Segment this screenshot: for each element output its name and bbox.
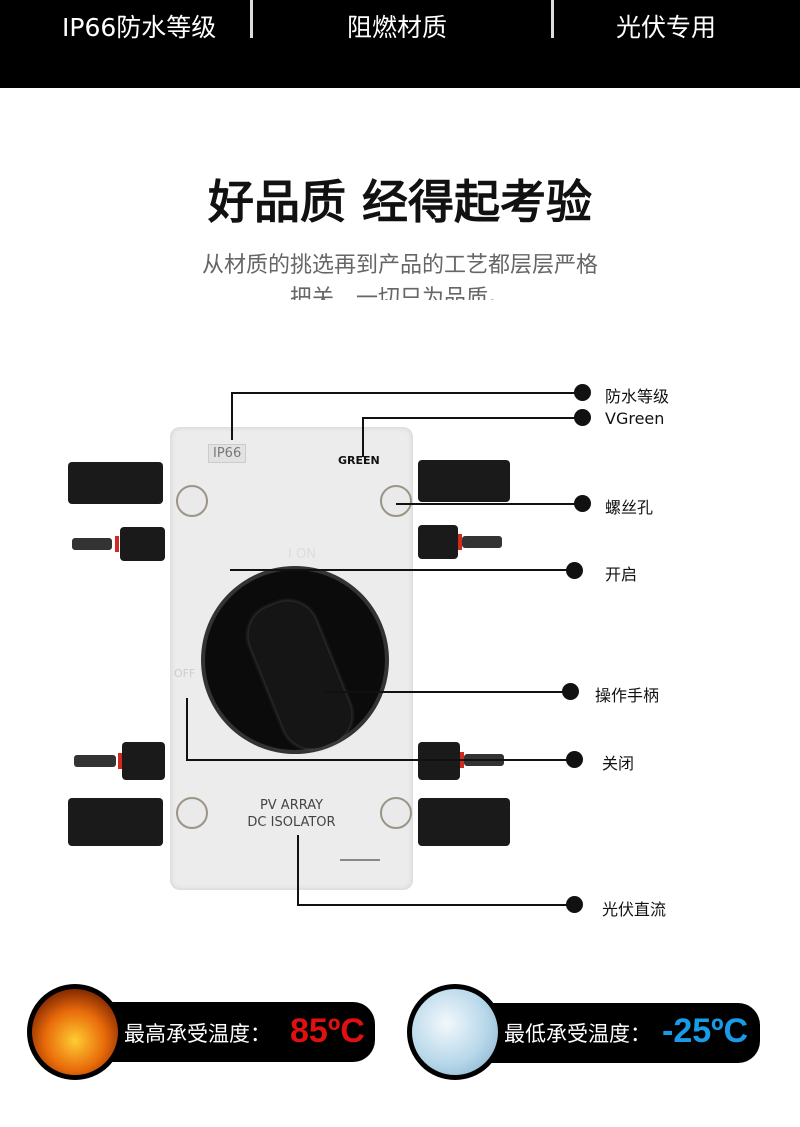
ice-icon bbox=[407, 984, 503, 1080]
label-line2: DC ISOLATOR bbox=[247, 815, 336, 830]
mc4-connector bbox=[68, 462, 163, 504]
callout-handle: 操作手柄 bbox=[595, 686, 660, 705]
callout-dot bbox=[574, 495, 591, 512]
max-temp-value: 85ºC bbox=[290, 1012, 365, 1050]
callout-dot bbox=[566, 896, 583, 913]
divider bbox=[250, 0, 253, 38]
callout-line bbox=[325, 691, 571, 693]
seal-ring bbox=[115, 536, 119, 552]
callout-dot bbox=[574, 384, 591, 401]
feature-waterproof: IP66防水等级 bbox=[62, 13, 217, 42]
mc4-connector bbox=[120, 527, 165, 561]
mc4-pin bbox=[462, 536, 502, 548]
callout-line bbox=[230, 569, 575, 571]
callout-line bbox=[297, 904, 575, 906]
callout-dot bbox=[574, 409, 591, 426]
min-temp-label: 最低承受温度： bbox=[504, 1022, 651, 1046]
mc4-connector bbox=[418, 742, 460, 780]
fire-icon bbox=[27, 984, 123, 1080]
on-mark: I ON bbox=[288, 547, 316, 562]
mc4-connector bbox=[68, 798, 163, 846]
min-temp-badge bbox=[480, 1003, 760, 1063]
min-temp-value: -25ºC bbox=[662, 1012, 749, 1050]
seal-ring bbox=[458, 534, 462, 550]
callout-line bbox=[186, 759, 575, 761]
ip66-mark: IP66 bbox=[208, 444, 247, 463]
callout-pv-dc: 光伏直流 bbox=[602, 900, 667, 919]
mc4-pin bbox=[74, 755, 116, 767]
callout-brand: VGreen bbox=[605, 409, 665, 428]
switch-symbol bbox=[340, 859, 380, 861]
callout-off: 关闭 bbox=[602, 754, 635, 773]
subtitle-line2: 把关，一切只为品质。 bbox=[289, 286, 510, 300]
feature-flame-retardant: 阻燃材质 bbox=[347, 13, 448, 42]
label-line1: PV ARRAY bbox=[259, 798, 324, 813]
screw-hole bbox=[176, 485, 208, 517]
callout-line bbox=[231, 392, 583, 394]
subtitle-line1: 从材质的挑选再到产品的工艺都层层严格 bbox=[201, 253, 598, 278]
callout-screw-hole: 螺丝孔 bbox=[605, 498, 654, 517]
mc4-connector bbox=[122, 742, 165, 780]
screw-hole bbox=[380, 485, 412, 517]
callout-dot bbox=[562, 683, 579, 700]
callout-dot bbox=[566, 751, 583, 768]
mc4-connector bbox=[418, 460, 510, 502]
callout-line bbox=[396, 503, 583, 505]
callout-dot bbox=[566, 562, 583, 579]
device-label: PV ARRAY DC ISOLATOR bbox=[170, 797, 413, 831]
headline: 好品质 经得起考验 bbox=[207, 175, 592, 229]
max-temp-label: 最高承受温度： bbox=[124, 1022, 271, 1046]
off-mark: OFF bbox=[174, 667, 196, 680]
callout-waterproof: 防水等级 bbox=[605, 387, 670, 406]
seal-ring bbox=[118, 753, 122, 769]
callout-line bbox=[362, 417, 583, 419]
feature-bar: IP66防水等级 阻燃材质 光伏专用 bbox=[0, 0, 800, 88]
screw-hole bbox=[380, 797, 412, 829]
divider bbox=[551, 0, 554, 38]
max-temp-badge bbox=[100, 1002, 375, 1062]
mc4-pin bbox=[72, 538, 112, 550]
callout-on: 开启 bbox=[605, 565, 638, 584]
screw-hole bbox=[176, 797, 208, 829]
mc4-connector bbox=[418, 798, 510, 846]
brand-logo: GREEN bbox=[338, 454, 380, 467]
mc4-connector bbox=[418, 525, 458, 559]
feature-pv: 光伏专用 bbox=[616, 13, 717, 42]
